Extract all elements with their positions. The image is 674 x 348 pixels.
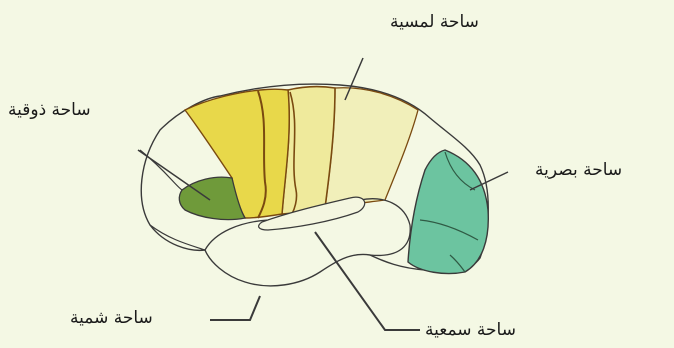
taste-leader-line [138, 150, 210, 200]
visual-area [408, 150, 488, 274]
hearing-area-label: ساحة سمعية [425, 320, 516, 340]
smell-area-label: ساحة شمية [70, 308, 153, 328]
touch-area [282, 87, 335, 214]
visual-area-label: ساحة بصرية [535, 160, 622, 180]
taste-area-label: ساحة ذوقية [8, 100, 91, 120]
smell-leader-line [210, 296, 260, 320]
touch-area-label: ساحة لمسية [390, 12, 479, 32]
parietal-area [325, 88, 418, 208]
